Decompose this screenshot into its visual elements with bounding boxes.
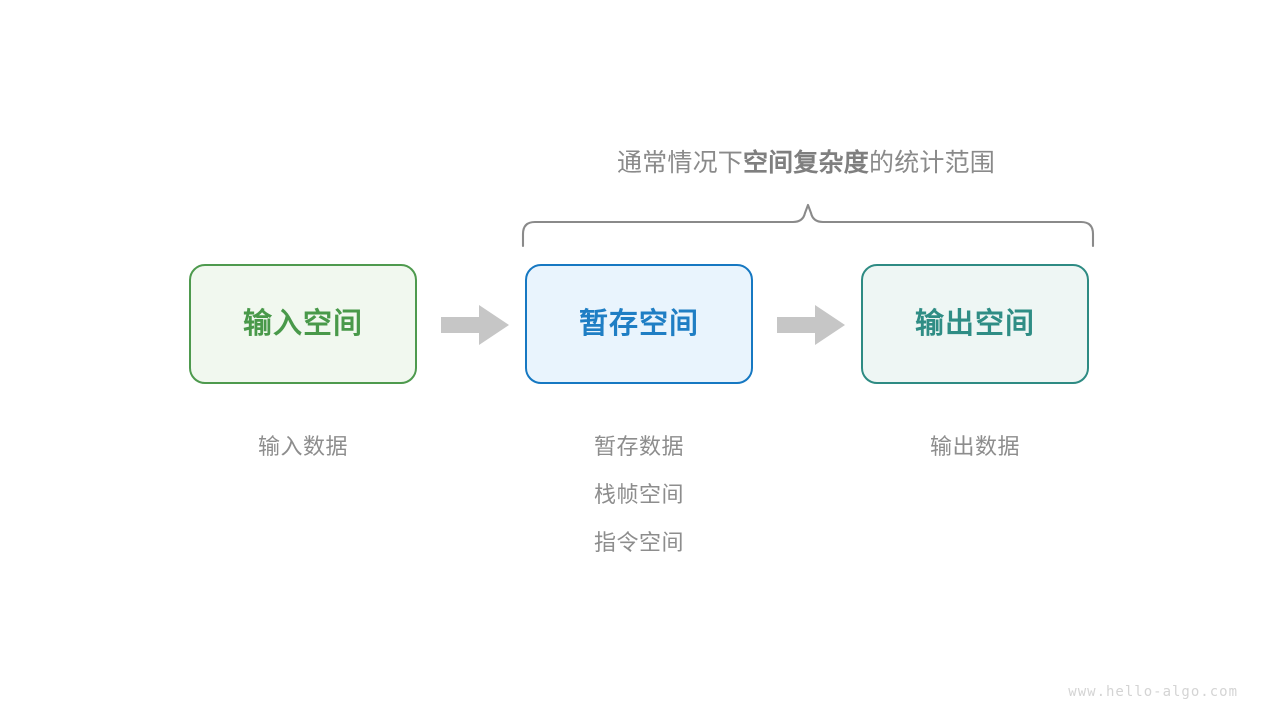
box-input-space[interactable]: 输入空间 [189, 264, 417, 384]
caption-item: 指令空间 [593, 530, 684, 555]
caption-column-output: 输出数据 [855, 423, 1095, 471]
arrow-input-to-temp [441, 305, 509, 345]
caption-item: 输出数据 [929, 434, 1020, 459]
watermark: www.hello-algo.com [1068, 684, 1238, 700]
brace-icon [521, 203, 1095, 248]
scope-caption-strong: 空间复杂度 [742, 149, 869, 177]
box-temp-space-label: 暂存空间 [578, 307, 699, 340]
box-input-space-label: 输入空间 [242, 307, 363, 340]
right-arrow-icon [441, 305, 509, 345]
scope-brace [505, 196, 1110, 256]
caption-item: 栈帧空间 [593, 482, 684, 507]
caption-column-temp: 暂存数据 栈帧空间 指令空间 [519, 423, 759, 567]
caption-item: 输入数据 [257, 434, 348, 459]
arrow-temp-to-output [777, 305, 845, 345]
scope-caption-suffix: 的统计范围 [869, 149, 996, 177]
caption-column-input: 输入数据 [183, 423, 423, 471]
box-temp-space[interactable]: 暂存空间 [525, 264, 753, 384]
caption-item: 暂存数据 [593, 434, 684, 459]
box-output-space-label: 输出空间 [914, 307, 1035, 340]
scope-caption: 通常情况下空间复杂度的统计范围 [506, 146, 1106, 180]
scope-caption-prefix: 通常情况下 [616, 149, 743, 177]
right-arrow-icon [777, 305, 845, 345]
box-output-space[interactable]: 输出空间 [861, 264, 1089, 384]
